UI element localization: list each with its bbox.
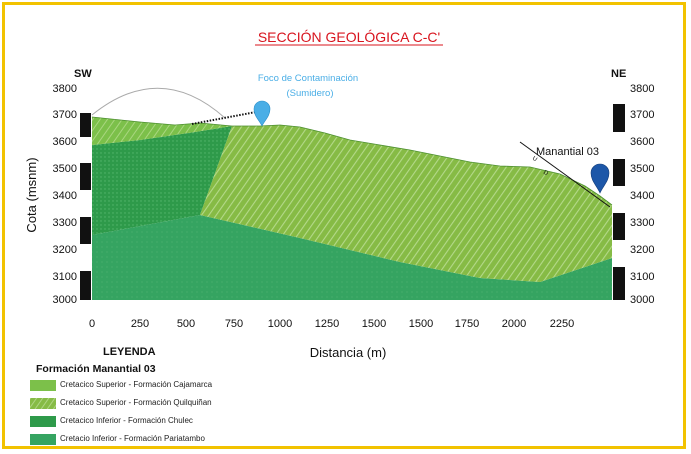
legend-subheading: Formación Manantial 03 (36, 363, 156, 375)
x-tick: 250 (131, 318, 149, 330)
y-axis-left-ticks: 3800 3700 3600 3500 3400 3300 3200 3100 … (53, 83, 77, 306)
legend-swatch (30, 398, 56, 409)
legend-label: Cretacico Inferior - Formación Chulec (60, 416, 193, 425)
foco-label-line2: (Sumidero) (287, 88, 334, 99)
x-tick: 1500 (362, 318, 386, 330)
fault-mark-upper: U (531, 156, 538, 163)
legend-item-cajamarca: Cretacico Superior - Formación Cajamarca (30, 379, 350, 392)
y-axis-right-ticks: 3800 3700 3600 3500 3400 3300 3200 3100 … (630, 83, 654, 306)
geology-units (92, 117, 612, 300)
y-tick-left: 3300 (53, 217, 77, 229)
topographic-surface (91, 116, 613, 206)
fault-line (519, 141, 611, 208)
legend-item-pariatambo: Cretacio Inferior - Formación Pariatambo (30, 433, 350, 446)
unit-pariatambo (92, 215, 612, 300)
sinkhole-flow-line (191, 111, 257, 125)
y-tick-right: 3100 (630, 271, 654, 283)
foco-label-line1: Foco de Contaminación (258, 73, 358, 84)
left-elevation-bar (80, 113, 91, 300)
direction-sw: SW (74, 68, 92, 80)
legend-label: Cretacico Superior - Formación Quilquiña… (60, 398, 212, 407)
x-tick: 2250 (550, 318, 574, 330)
y-tick-left: 3700 (53, 109, 77, 121)
direction-ne: NE (611, 68, 626, 80)
unit-quilquinan (200, 125, 612, 282)
y-tick-left: 3200 (53, 244, 77, 256)
legend-label: Cretacico Superior - Formación Cajamarca (60, 380, 213, 389)
section-title: SECCIÓN GEOLÓGICA C-C' (258, 29, 440, 45)
unit-cajamarca (92, 117, 232, 145)
legend-label: Cretacio Inferior - Formación Pariatambo (60, 434, 205, 443)
y-tick-right: 3500 (630, 163, 654, 175)
y-tick-right: 3700 (630, 109, 654, 121)
x-tick: 1750 (455, 318, 479, 330)
manantial-label: Manantial 03 (536, 146, 599, 158)
y-axis-label: Cota (msnm) (24, 157, 39, 232)
x-tick: 1250 (315, 318, 339, 330)
right-elevation-bar (613, 104, 625, 300)
y-tick-left: 3100 (53, 271, 77, 283)
legend: LEYENDA Formación Manantial 03 Cretacico… (27, 346, 347, 446)
x-tick: 1000 (268, 318, 292, 330)
y-tick-left: 3800 (53, 83, 77, 95)
legend-heading: LEYENDA (103, 346, 156, 358)
legend-swatch (30, 380, 56, 391)
y-tick-right: 3800 (630, 83, 654, 95)
y-tick-left: 3000 (53, 294, 77, 306)
x-tick: 500 (177, 318, 195, 330)
y-tick-right: 3000 (630, 294, 654, 306)
unit-chulec (92, 126, 232, 235)
legend-item-chulec: Cretacico Inferior - Formación Chulec (30, 415, 350, 428)
y-tick-right: 3300 (630, 217, 654, 229)
y-tick-left: 3600 (53, 136, 77, 148)
x-tick: 2000 (502, 318, 526, 330)
x-axis-label: Distancia (m) (310, 345, 387, 360)
x-axis-ticks: 0 250 500 750 1000 1250 1500 1500 1750 2… (89, 318, 574, 330)
x-tick: 1500 (409, 318, 433, 330)
legend-swatch (30, 416, 56, 427)
x-tick: 0 (89, 318, 95, 330)
y-tick-right: 3200 (630, 244, 654, 256)
y-tick-left: 3400 (53, 190, 77, 202)
projection-arc (91, 87, 226, 119)
y-tick-left: 3500 (53, 163, 77, 175)
location-pin-icon (590, 163, 610, 194)
y-tick-right: 3400 (630, 190, 654, 202)
legend-swatch (30, 434, 56, 445)
x-tick: 750 (225, 318, 243, 330)
legend-item-quilquinan: Cretacico Superior - Formación Quilquiña… (30, 397, 350, 410)
fault-mark-lower: D (542, 170, 550, 178)
location-pin-icon (253, 100, 271, 127)
y-tick-right: 3600 (630, 136, 654, 148)
